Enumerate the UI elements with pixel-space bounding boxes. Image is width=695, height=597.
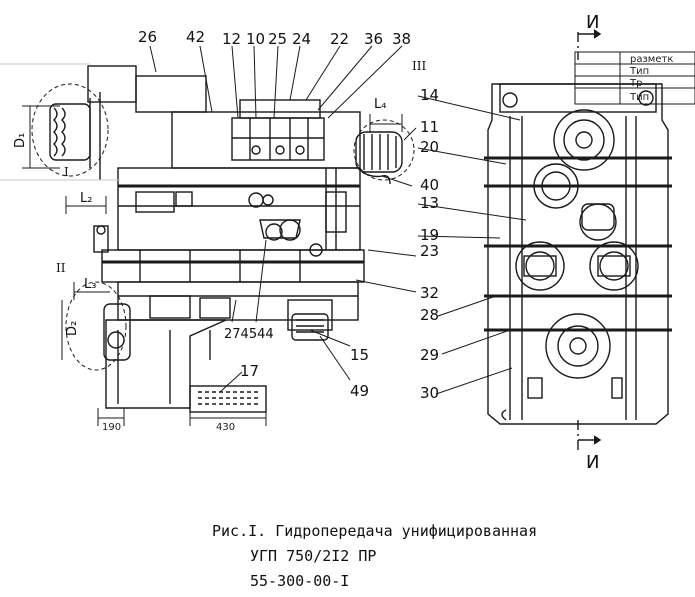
dim-190: 190 [102, 422, 121, 433]
figure-caption-line-3: 55-300-00-I [250, 572, 350, 590]
side-view [49, 65, 403, 413]
callout-42: 42 [186, 28, 205, 46]
end-outline [487, 83, 669, 425]
callout-36: 36 [364, 30, 383, 48]
lower-housing [105, 319, 227, 409]
callout-13: 13 [420, 194, 439, 212]
right-cylinder [355, 131, 403, 173]
bottom-flange [545, 313, 611, 379]
main-body [117, 167, 361, 251]
callout-12: 12 [222, 30, 241, 48]
lower-body [117, 281, 359, 321]
output-pipe [189, 385, 267, 413]
figure-caption-line-2: УГП 750/2I2 ПР [250, 547, 377, 565]
top-housing [87, 65, 137, 103]
callout-274544: 274544 [224, 327, 274, 342]
callout-25: 25 [268, 30, 287, 48]
dim-d2: D₂ [65, 321, 80, 336]
leader-lines [149, 45, 527, 395]
section-mark-top: И [586, 12, 599, 33]
callout-38: 38 [392, 30, 411, 48]
input-coupling [49, 103, 91, 161]
dim-430: 430 [216, 422, 235, 433]
callout-14: 14 [420, 86, 439, 104]
dim-l4: L₄ [374, 97, 386, 112]
top-block [135, 75, 207, 113]
callout-23: 23 [420, 242, 439, 260]
callout-24: 24 [292, 30, 311, 48]
title-stamp [0, 51, 695, 181]
detail-label-iii: III [412, 59, 426, 73]
detail-label-ii: II [56, 261, 66, 275]
callout-28: 28 [420, 306, 439, 324]
right-twin-bore [589, 241, 639, 291]
callout-49: 49 [350, 382, 369, 400]
detail-label-i: I [64, 165, 69, 179]
dimension-lines [22, 83, 415, 426]
callout-19: 19 [420, 226, 439, 244]
stamp-row-3: Тр [629, 78, 642, 89]
shaft-band [101, 249, 365, 283]
section-line [577, 29, 602, 452]
end-view [484, 83, 672, 425]
dim-d1: D₁ [13, 133, 28, 148]
stamp-row-1: разметк [630, 54, 673, 65]
figure-caption-line-1: Рис.I. Гидропередача унифицированная [212, 522, 538, 540]
top-flange [553, 109, 615, 171]
stamp-row-4: Тип [629, 92, 649, 103]
callout-17: 17 [240, 362, 259, 380]
callout-26: 26 [138, 28, 157, 46]
callout-11: 11 [420, 118, 439, 136]
callout-15: 15 [350, 346, 369, 364]
callout-32: 32 [420, 284, 439, 302]
dim-l3: L₃ [84, 277, 96, 292]
callout-10: 10 [246, 30, 265, 48]
left-twin-bore [515, 241, 565, 291]
callout-40: 40 [420, 176, 439, 194]
callout-22: 22 [330, 30, 349, 48]
callout-20: 20 [420, 138, 439, 156]
dim-l2: L₂ [80, 191, 92, 206]
callout-29: 29 [420, 346, 439, 364]
section-mark-bottom: И [586, 452, 599, 473]
stamp-row-2: Тип [629, 66, 649, 77]
callout-30: 30 [420, 384, 439, 402]
